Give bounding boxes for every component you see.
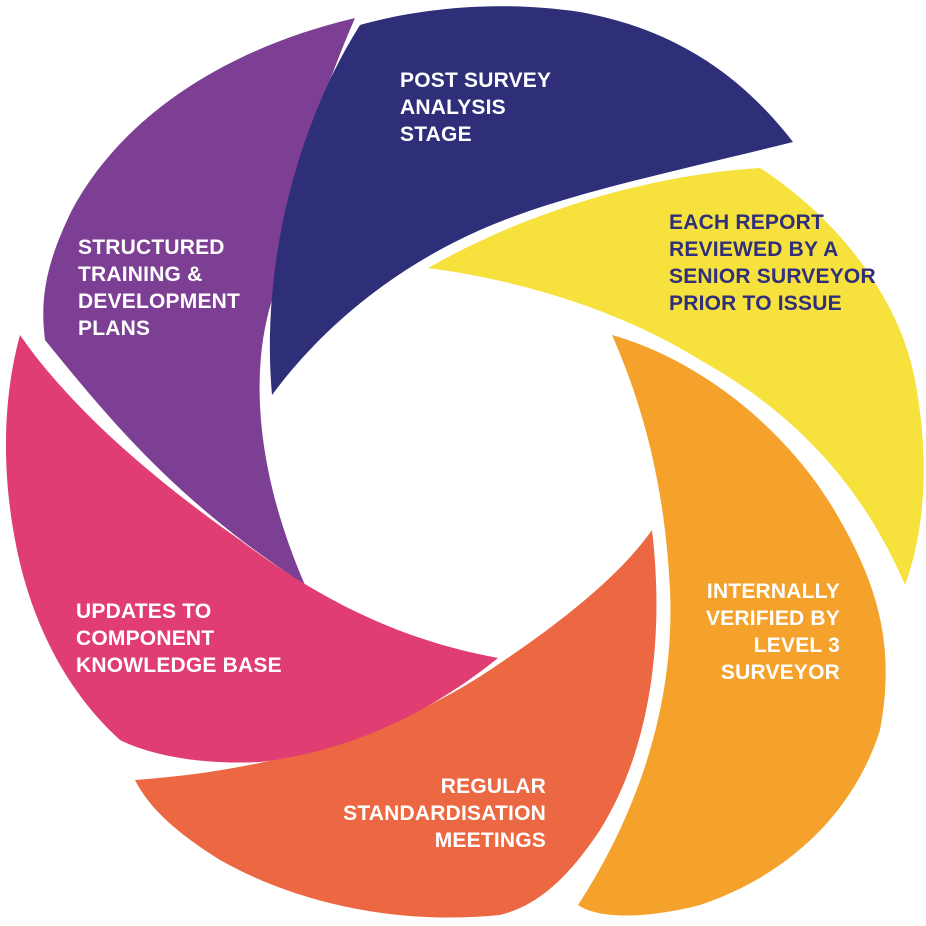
- label-standardisation: REGULAR STANDARDISATION MEETINGS: [343, 773, 546, 854]
- label-level3-verified: INTERNALLY VERIFIED BY LEVEL 3 SURVEYOR: [706, 578, 840, 686]
- label-training: STRUCTURED TRAINING & DEVELOPMENT PLANS: [78, 234, 240, 342]
- label-line: PRIOR TO ISSUE: [669, 292, 842, 315]
- label-line: SENIOR SURVEYOR: [669, 265, 876, 288]
- label-line: MEETINGS: [434, 829, 546, 852]
- label-line: EACH REPORT: [669, 211, 825, 234]
- segment-knowledge-base: [5, 335, 499, 763]
- label-senior-review: EACH REPORT REVIEWED BY A SENIOR SURVEYO…: [669, 209, 876, 317]
- label-line: STAGE: [400, 123, 472, 146]
- label-line: STRUCTURED: [78, 236, 225, 259]
- label-line: VERIFIED BY: [705, 607, 840, 630]
- label-line: TRAINING &: [78, 263, 203, 286]
- label-line: COMPONENT: [76, 627, 215, 650]
- label-line: INTERNALLY: [706, 580, 840, 603]
- label-line: REVIEWED BY A: [669, 238, 839, 261]
- label-knowledge-base: UPDATES TO COMPONENT KNOWLEDGE BASE: [76, 598, 282, 679]
- segment-standardisation: [135, 530, 657, 918]
- segment-senior-review: [428, 168, 924, 585]
- label-line: STANDARDISATION: [343, 802, 546, 825]
- segment-training: [43, 18, 355, 585]
- label-line: PLANS: [78, 317, 151, 340]
- label-line: UPDATES TO: [76, 600, 212, 623]
- label-line: POST SURVEY: [400, 69, 552, 92]
- label-line: DEVELOPMENT: [78, 290, 241, 313]
- label-line: ANALYSIS: [400, 96, 506, 119]
- label-line: KNOWLEDGE BASE: [76, 654, 282, 677]
- label-line: REGULAR: [440, 775, 546, 798]
- label-post-survey: POST SURVEY ANALYSIS STAGE: [400, 67, 551, 148]
- label-line: SURVEYOR: [720, 661, 840, 684]
- label-line: LEVEL 3: [753, 634, 840, 657]
- segment-post-survey: [269, 6, 793, 395]
- segment-level3-verified: [578, 335, 886, 916]
